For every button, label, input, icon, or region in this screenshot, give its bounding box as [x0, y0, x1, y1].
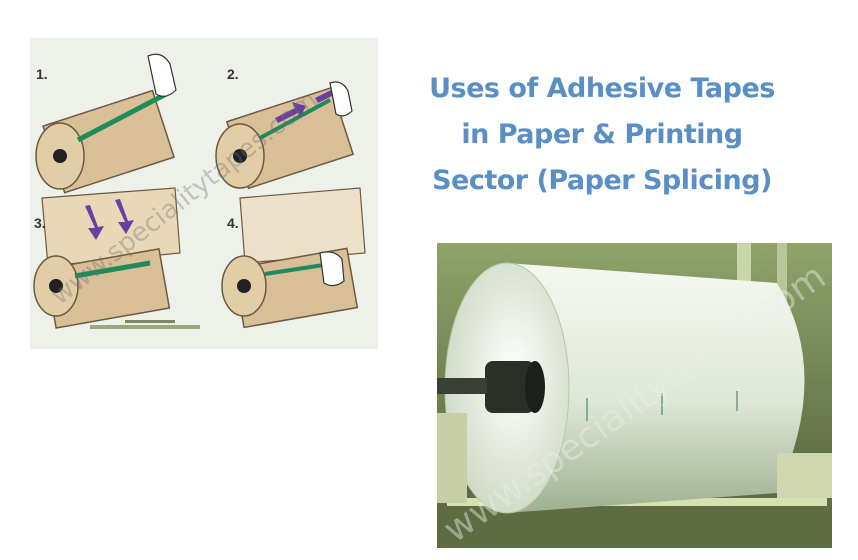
paper-roll-photo-art	[437, 243, 832, 548]
title-line-3: Sector (Paper Splicing)	[432, 165, 772, 196]
step-2-roll	[215, 81, 355, 190]
page-title: Uses of Adhesive Tapes in Paper & Printi…	[392, 66, 812, 204]
paper-roll-photo: www.specialitytapes.com	[437, 243, 832, 548]
title-line-2: in Paper & Printing	[461, 119, 743, 150]
step-4-roll	[221, 187, 366, 329]
step-label-1: 1.	[36, 66, 48, 82]
splice-detail	[90, 320, 200, 329]
step-label-3: 3.	[34, 215, 46, 231]
title-line-1: Uses of Adhesive Tapes	[429, 73, 775, 104]
step-label-2: 2.	[227, 66, 239, 82]
step-3-roll	[33, 187, 181, 329]
step-label-4: 4.	[227, 215, 239, 231]
step-1-roll	[35, 53, 177, 194]
splicing-diagram-art	[33, 53, 366, 329]
splicing-diagram: 1. 2. 3. 4. www.specialitytapes.com	[30, 38, 378, 349]
